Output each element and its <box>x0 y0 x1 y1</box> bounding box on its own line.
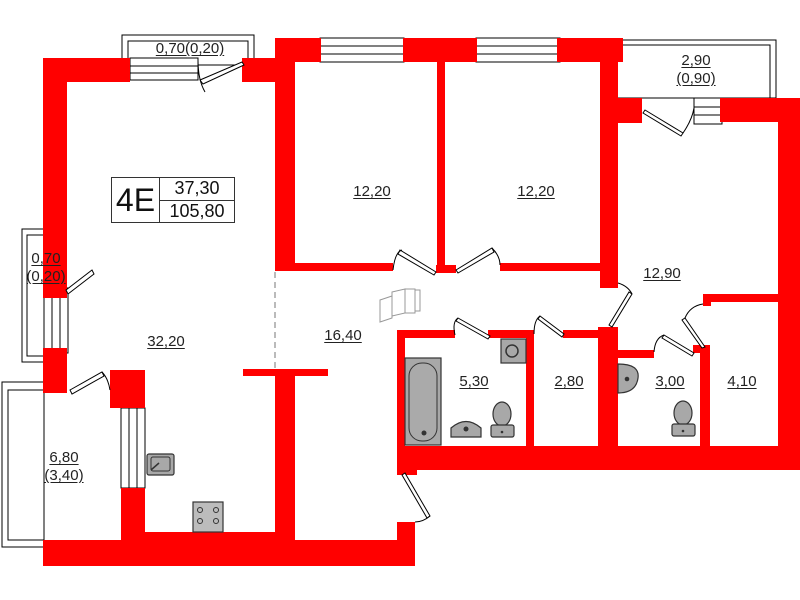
loggia-bottom-left-outline <box>1 381 45 548</box>
loggia-reduced: (3,40) <box>44 467 84 484</box>
room-bathroom-area: 5,30 <box>459 373 489 390</box>
balcony-left-outline <box>21 228 45 363</box>
door-bedroom-3[interactable] <box>608 282 633 328</box>
wc-toilet-icon <box>671 400 696 437</box>
door-storage[interactable] <box>533 315 565 338</box>
balcony-left-label: 0,70 (0,20) <box>26 250 65 286</box>
room-bedroom-2-area: 12,20 <box>517 183 555 200</box>
bathroom-toilet-icon <box>490 401 515 438</box>
stove-icon <box>192 501 224 533</box>
window-bedroom-1 <box>319 37 405 63</box>
room-dressing-area: 4,10 <box>727 373 757 390</box>
door-bedroom-1[interactable] <box>392 249 437 276</box>
window-top-right <box>693 97 723 125</box>
washing-machine-icon <box>500 338 527 364</box>
bathroom-sink-icon <box>450 420 482 438</box>
room-hall-area: 16,40 <box>324 327 362 344</box>
door-top-left[interactable] <box>197 59 245 93</box>
window-bedroom-2 <box>475 37 561 63</box>
walls <box>43 38 800 566</box>
door-bathroom[interactable] <box>453 317 491 340</box>
door-balcony-right[interactable] <box>642 107 695 137</box>
room-wc-area: 3,00 <box>655 373 685 390</box>
room-bedroom-3-area: 12,90 <box>643 265 681 282</box>
door-wc[interactable] <box>653 334 695 357</box>
window-kitchen <box>120 407 146 489</box>
balcony-left-area: 0,70 <box>31 250 61 267</box>
room-storage-area: 2,80 <box>554 373 584 390</box>
balcony-top-right-reduced: (0,90) <box>676 70 716 87</box>
door-dressing[interactable] <box>681 303 706 349</box>
door-loggia[interactable] <box>69 371 111 395</box>
door-left-balcony[interactable] <box>65 269 95 295</box>
balcony-top-left-area: 0,70(0,20) <box>155 40 225 57</box>
loggia-label: 6,80 (3,40) <box>44 449 83 485</box>
loggia-area: 6,80 <box>49 449 79 466</box>
wc-sink-icon <box>617 363 639 394</box>
total-area-value: 105,80 <box>169 200 225 221</box>
balcony-top-right-area: 2,90 <box>681 52 711 69</box>
apartment-code: 4E <box>112 178 160 222</box>
bathtub-icon <box>404 357 442 446</box>
room-bedroom-1-area: 12,20 <box>353 183 391 200</box>
room-living-area: 32,20 <box>147 333 185 350</box>
kitchen-sink-icon <box>146 453 175 476</box>
balcony-left-reduced: (0,20) <box>26 268 66 285</box>
apartment-badge: 4E 37,30 105,80 <box>111 177 235 223</box>
wardrobe <box>379 288 421 323</box>
door-bedroom-2[interactable] <box>455 247 501 274</box>
door-entrance[interactable] <box>401 472 431 523</box>
living-area-value: 37,30 <box>160 178 234 201</box>
window-top-left <box>129 57 199 81</box>
balcony-top-right-label: 2,90 (0,90) <box>676 52 715 88</box>
